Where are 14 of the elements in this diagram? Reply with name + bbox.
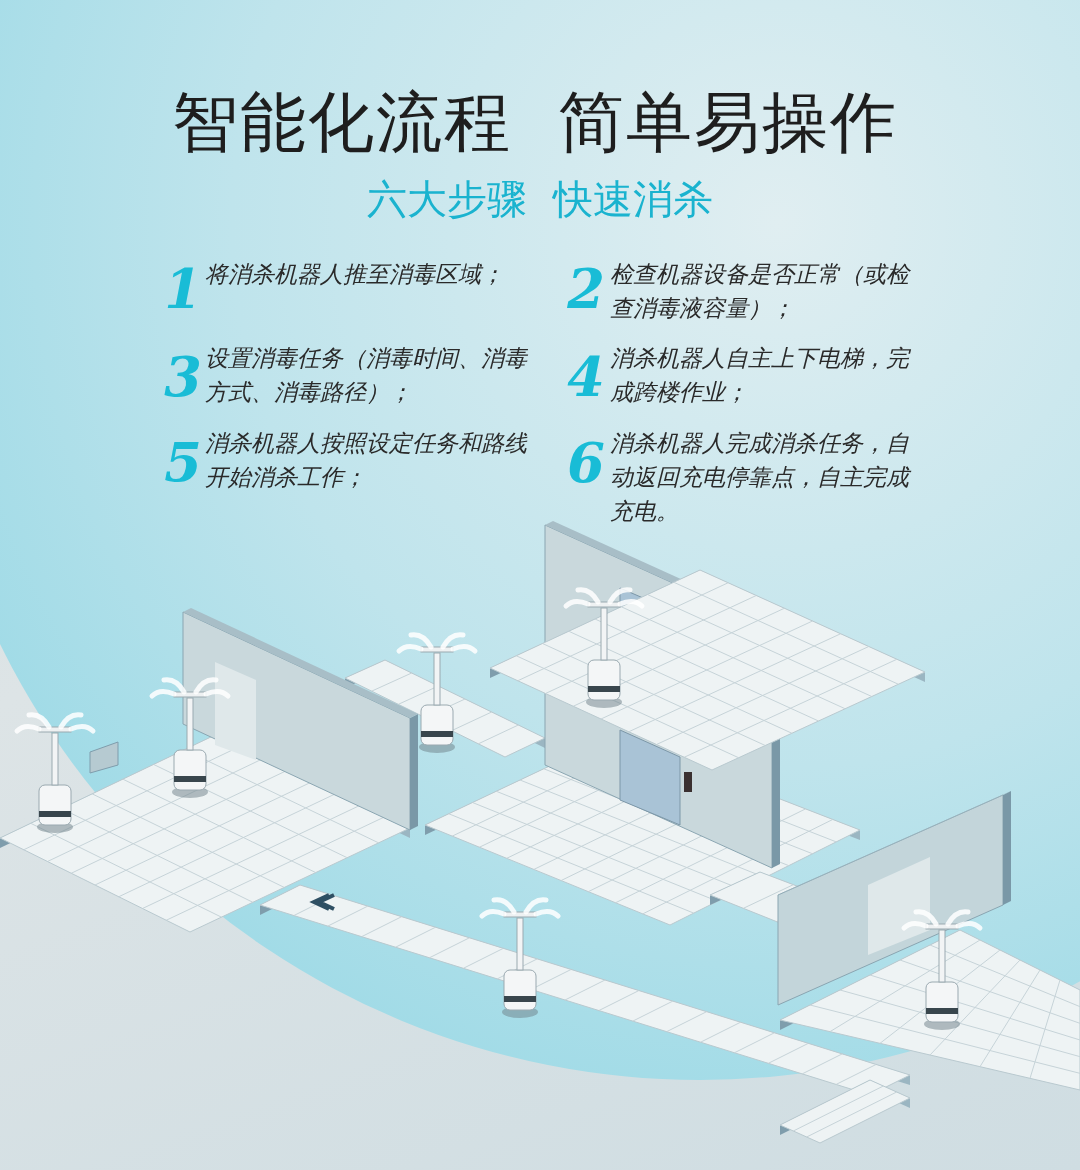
step-description: 消杀机器人按照设定任务和路线开始消杀工作； [205,429,529,492]
step-description: 将消杀机器人推至消毒区域； [205,260,505,289]
step-description: 消杀机器人完成消杀任务，自动返回充电停靠点，自主完成充电。 [610,429,912,526]
step-number: 3 [163,350,203,404]
step-description: 设置消毒任务（消毒时间、消毒方式、消毒路径）； [205,344,529,407]
step-number: 2 [566,262,606,316]
step-number: 1 [163,262,203,316]
step-number: 5 [163,436,203,490]
step-description: 检查机器设备是否正常（或检查消毒液容量）； [610,260,912,323]
subtitle: 六大步骤 快速消杀 [366,175,714,224]
step-description: 消杀机器人自主上下电梯，完成跨楼作业； [610,344,912,407]
title: 智能化流程 简单易操作 [171,83,899,163]
step-number: 6 [566,436,606,490]
step-number: 4 [566,350,606,404]
